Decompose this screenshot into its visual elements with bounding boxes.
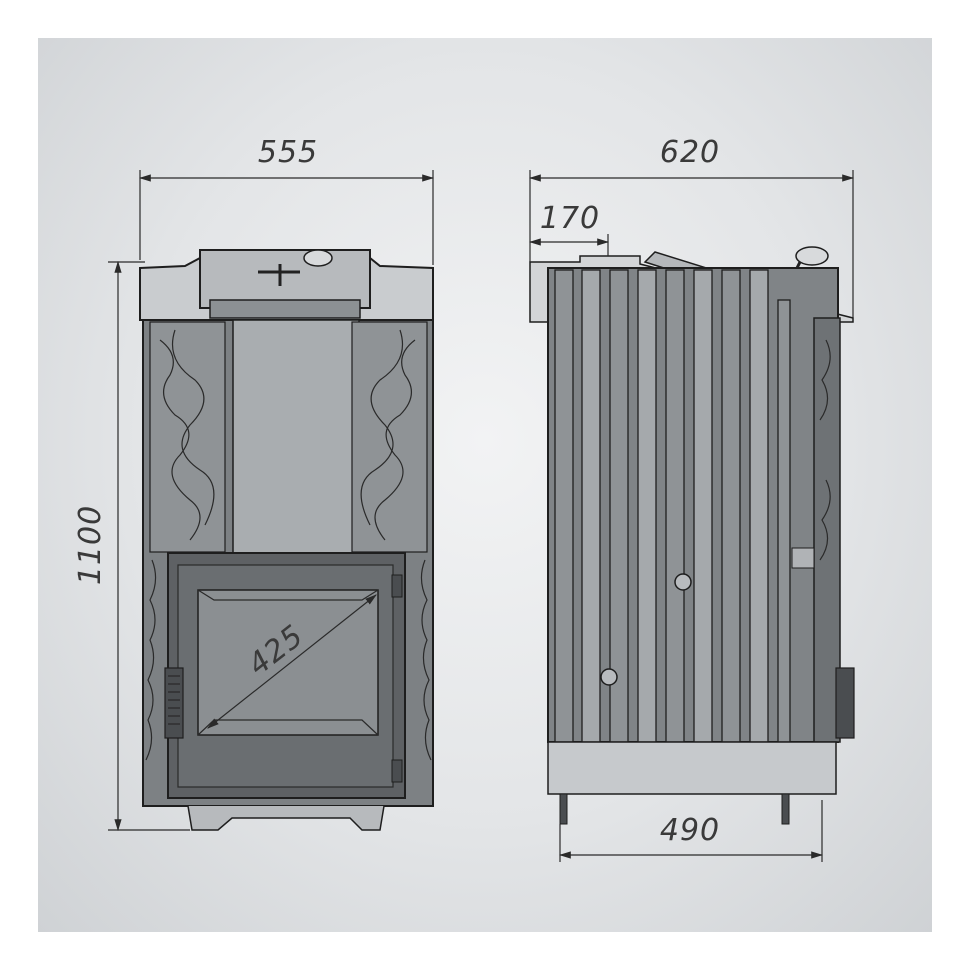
front-right-lower-ornament <box>420 559 432 761</box>
front-right-ornament-panel <box>351 321 428 553</box>
dim-front-width-label: 555 <box>258 135 318 170</box>
dim-side-base-label: 490 <box>660 813 720 848</box>
side-base <box>547 741 837 795</box>
side-edge-ornament <box>819 339 831 561</box>
front-lever <box>258 264 300 286</box>
front-flue-column <box>232 319 360 556</box>
front-hinge-top <box>391 574 403 598</box>
front-right-ornament <box>374 339 416 541</box>
side-leg-left <box>559 793 568 825</box>
dim-front-height-label: 1100 <box>73 505 108 585</box>
side-bracket <box>791 547 815 569</box>
side-bolt-lower <box>600 668 618 686</box>
front-left-lower-ornament <box>145 559 157 761</box>
front-hopper-lip <box>209 299 361 319</box>
side-leg-right <box>781 793 790 825</box>
side-bolt-upper <box>674 573 692 591</box>
side-view: 620 170 490 <box>528 135 855 862</box>
front-feet <box>187 805 385 831</box>
front-left-ornament <box>159 339 201 541</box>
front-knob-icon <box>303 249 333 267</box>
front-right-ornament-2 <box>360 329 404 526</box>
side-fins <box>554 269 791 743</box>
dim-side-step-label: 170 <box>540 201 600 236</box>
side-door-handle <box>835 667 855 739</box>
front-door-handle <box>164 667 184 739</box>
front-hinge-bottom <box>391 759 403 783</box>
front-left-ornament-panel <box>149 321 226 553</box>
front-handle-grip <box>168 675 180 725</box>
dim-glass-diagonal-line <box>207 594 377 729</box>
side-knob-icon <box>795 246 829 266</box>
front-hopper <box>199 249 371 309</box>
dim-side-depth-label: 620 <box>660 135 720 170</box>
front-view: 555 1100 425 <box>73 135 435 832</box>
front-left-ornament-2 <box>171 329 215 526</box>
